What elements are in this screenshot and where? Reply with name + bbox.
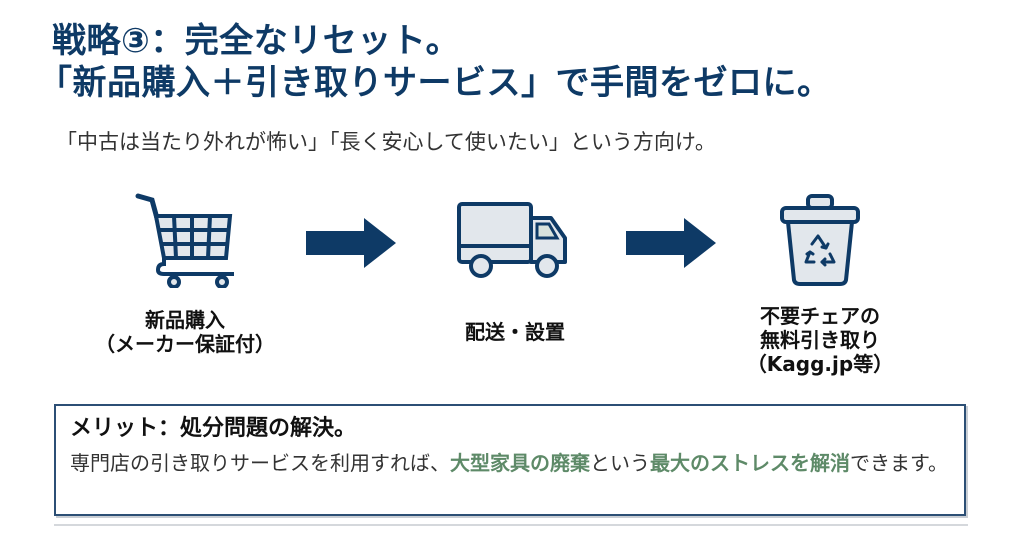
merit-body-text: できます。 (850, 451, 948, 475)
flow-step-purchase: 新品購入 （メーカー保証付） (90, 188, 280, 356)
merit-highlight-stress: 最大のストレスを解消 (650, 451, 850, 475)
merit-highlight-disposal: 大型家具の廃棄 (450, 451, 590, 475)
page-title: 戦略③：完全なリセット。 「新品購入＋引き取りサービス」で手間をゼロに。 (38, 20, 832, 104)
bottom-divider (54, 524, 968, 526)
arrow-right-icon (306, 218, 396, 268)
subtitle: 「中古は当たり外れが怖い」「長く安心して使いたい」という方向け。 (56, 130, 716, 154)
merit-title: メリット：処分問題の解決。 (70, 416, 357, 441)
step-label-purchase: 新品購入 （メーカー保証付） (95, 308, 275, 356)
merit-body-text: という (590, 451, 650, 475)
step-label-pickup: 不要チェアの 無料引き取り （Kagg.jp等） (746, 304, 894, 376)
step-label-delivery: 配送・設置 (465, 320, 565, 344)
arrow-right-icon (626, 218, 716, 268)
merit-body-text: 専門店の引き取りサービスを利用すれば、 (70, 451, 450, 475)
title-line-1: 戦略③：完全なリセット。 (52, 21, 461, 61)
flow-step-pickup: 不要チェアの 無料引き取り （Kagg.jp等） (730, 192, 910, 376)
flow-step-delivery: 配送・設置 (420, 200, 610, 344)
merit-body: 専門店の引き取りサービスを利用すれば、大型家具の廃棄という最大のストレスを解消で… (70, 448, 950, 478)
recycle-bin-icon (780, 194, 860, 286)
title-line-2: 「新品購入＋引き取りサービス」で手間をゼロに。 (38, 63, 832, 103)
delivery-truck-icon (457, 202, 567, 278)
merit-box: メリット：処分問題の解決。 専門店の引き取りサービスを利用すれば、大型家具の廃棄… (54, 404, 966, 516)
shopping-cart-icon (135, 193, 234, 288)
